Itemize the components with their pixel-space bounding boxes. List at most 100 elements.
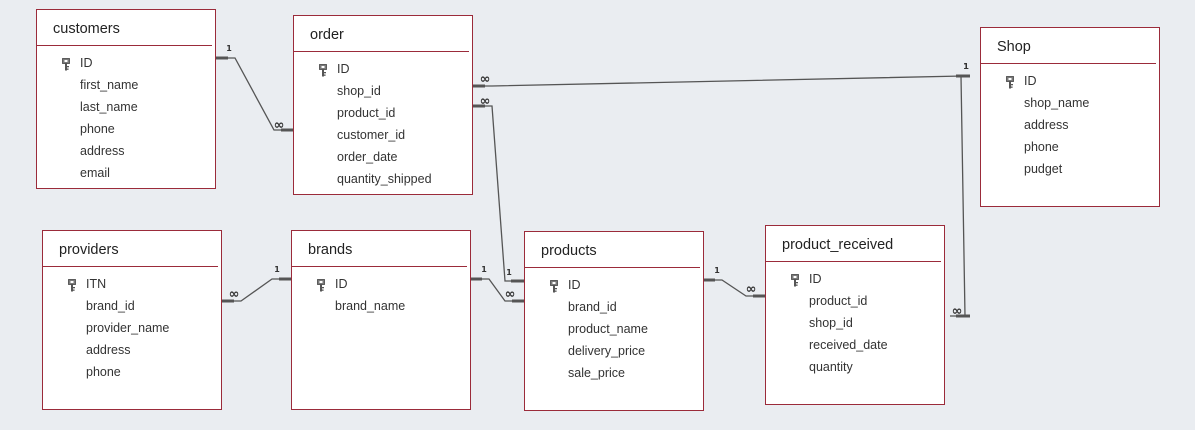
field-name: order_date <box>337 150 398 164</box>
field-name: brand_name <box>335 299 406 313</box>
table-products[interactable]: products ID brand_id product_name delivery_… <box>524 231 704 411</box>
field-row[interactable]: brand_id <box>525 296 703 318</box>
field-name: phone <box>1024 140 1059 154</box>
field-row[interactable]: order_date <box>294 146 472 168</box>
field-row[interactable]: ID <box>981 70 1159 92</box>
primary-key-icon <box>791 272 799 287</box>
relationship-endpoint <box>511 279 525 283</box>
cardinality-many: ∞ <box>274 118 285 133</box>
field-row[interactable]: ID <box>37 52 215 74</box>
field-name: phone <box>86 365 121 379</box>
primary-key-icon <box>1006 74 1014 89</box>
primary-key-icon <box>317 277 325 292</box>
title-divider <box>37 45 212 46</box>
field-row[interactable]: quantity_shipped <box>294 168 472 190</box>
field-list: ID brand_name <box>292 273 470 317</box>
field-row[interactable]: ITN <box>43 273 221 295</box>
table-brands[interactable]: brands ID brand_name <box>291 230 471 410</box>
relationship-endpoint <box>471 84 485 88</box>
relationship-endpoint <box>279 277 293 281</box>
table-title: order <box>310 27 344 43</box>
field-row[interactable]: product_id <box>294 102 472 124</box>
relationship-endpoint <box>214 56 228 60</box>
field-name: ID <box>809 272 822 286</box>
field-row[interactable]: phone <box>37 118 215 140</box>
primary-key-icon <box>68 277 76 292</box>
field-name: email <box>80 166 110 180</box>
field-name: pudget <box>1024 162 1063 176</box>
title-divider <box>525 267 700 268</box>
relationship-endpoint <box>956 74 970 78</box>
field-row[interactable]: address <box>43 339 221 361</box>
field-row[interactable]: last_name <box>37 96 215 118</box>
cardinality-many: ∞ <box>952 304 963 319</box>
relationship-line[interactable] <box>478 105 518 282</box>
table-title: Shop <box>997 39 1031 55</box>
field-row[interactable]: ID <box>766 268 944 290</box>
field-row[interactable]: brand_id <box>43 295 221 317</box>
field-name: shop_name <box>1024 96 1090 110</box>
title-divider <box>43 266 218 267</box>
field-name: product_id <box>337 106 396 120</box>
field-name: brand_id <box>568 300 617 314</box>
field-row[interactable]: ID <box>525 274 703 296</box>
field-name: product_id <box>809 294 868 308</box>
field-name: ITN <box>86 277 107 291</box>
field-row[interactable]: delivery_price <box>525 340 703 362</box>
relationship-line[interactable] <box>478 75 964 87</box>
cardinality-one: 1 <box>506 268 512 277</box>
table-title: customers <box>53 21 120 37</box>
table-title: providers <box>59 242 119 258</box>
field-name: address <box>80 144 125 158</box>
field-row[interactable]: customer_id <box>294 124 472 146</box>
field-row[interactable]: received_date <box>766 334 944 356</box>
field-row[interactable]: phone <box>981 136 1159 158</box>
title-divider <box>766 261 941 262</box>
field-row[interactable]: shop_id <box>294 80 472 102</box>
cardinality-one: 1 <box>963 62 969 71</box>
relationship-endpoint <box>701 278 715 282</box>
field-name: ID <box>568 278 581 292</box>
field-name: address <box>1024 118 1069 132</box>
table-title: product_received <box>782 237 894 253</box>
table-title: products <box>541 243 597 259</box>
field-name: delivery_price <box>568 344 646 358</box>
field-row[interactable]: shop_name <box>981 92 1159 114</box>
field-row[interactable]: email <box>37 162 215 184</box>
field-row[interactable]: address <box>37 140 215 162</box>
field-row[interactable]: first_name <box>37 74 215 96</box>
table-title: brands <box>308 242 353 258</box>
field-name: ID <box>80 56 93 70</box>
cardinality-one: 1 <box>226 44 232 53</box>
field-row[interactable]: sale_price <box>525 362 703 384</box>
relationship-endpoint <box>956 314 970 318</box>
cardinality-many: ∞ <box>480 94 491 109</box>
primary-key-icon <box>62 56 70 71</box>
field-row[interactable]: shop_id <box>766 312 944 334</box>
field-row[interactable]: provider_name <box>43 317 221 339</box>
field-name: first_name <box>80 78 139 92</box>
field-row[interactable]: address <box>981 114 1159 136</box>
field-row[interactable]: quantity <box>766 356 944 378</box>
field-name: phone <box>80 122 115 136</box>
field-row[interactable]: ID <box>292 273 470 295</box>
field-row[interactable]: ID <box>294 58 472 80</box>
title-divider <box>292 266 467 267</box>
field-row[interactable]: product_id <box>766 290 944 312</box>
field-row[interactable]: product_name <box>525 318 703 340</box>
field-name: provider_name <box>86 321 170 335</box>
field-row[interactable]: brand_name <box>292 295 470 317</box>
field-row[interactable]: phone <box>43 361 221 383</box>
field-row[interactable]: pudget <box>981 158 1159 180</box>
relationship-line[interactable] <box>950 75 966 317</box>
